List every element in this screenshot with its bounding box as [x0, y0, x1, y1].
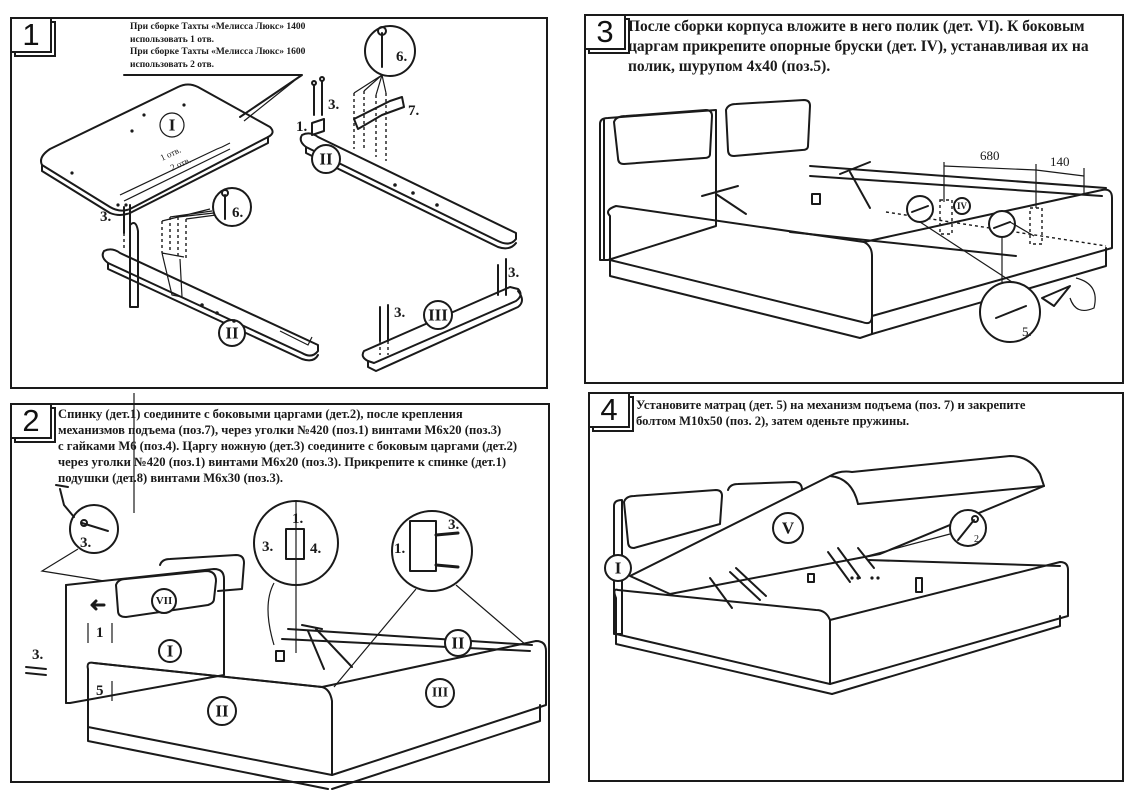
step-4-instruction: Установите матрац (дет. 5) на механизм п…: [636, 397, 1025, 429]
pos-6-label-a: 6.: [232, 205, 244, 221]
bed-frame-step-3: IV 5. 680 140: [599, 99, 1113, 343]
step-3-panel: 3 После сборки корпуса вложите в него по…: [584, 14, 1124, 384]
step-4-number-box: 4: [588, 392, 630, 428]
step-2-number-box: 2: [10, 403, 52, 439]
pos-6-label-b: 6.: [396, 49, 408, 65]
part-III-label: III: [428, 306, 448, 325]
headboard-part-I: VII I 1 5 3.: [25, 554, 245, 704]
dimension-140: 140: [1050, 154, 1070, 169]
step-1-diagram: I 1 отв. 2 отв. II 3.: [40, 25, 523, 372]
pos-1-label-a: 1.: [292, 511, 304, 527]
step-1-note-line: При сборке Тахты «Мелисса Люкс» 1600: [130, 47, 306, 57]
pos-3-label-a: 3.: [262, 539, 274, 555]
step-3-diagram: IV 5. 680 140: [599, 99, 1113, 343]
part-II-label-left: II: [225, 324, 239, 343]
pos-1-label: 1.: [296, 119, 308, 135]
step-4-instruction-line: Установите матрац (дет. 5) на механизм п…: [636, 398, 1026, 412]
foot-rail-part-III: III 3. 3.: [361, 258, 523, 372]
pos-3-label-headboard: 3.: [32, 647, 44, 663]
bed-with-raised-mattress: I V 2.: [604, 455, 1069, 695]
mark-5: 5: [96, 683, 104, 699]
pos-3-label-c: 3.: [394, 305, 406, 321]
part-I-label: I: [167, 642, 174, 661]
pos-1-label-b: 1.: [394, 541, 406, 557]
step-1-number: 1: [22, 17, 40, 52]
side-rail-part-II-right: II 1. 3. 7. 6.: [296, 25, 517, 250]
step-4-panel: 4 Установите матрац (дет. 5) на механизм…: [588, 392, 1124, 782]
step-1-panel: 1 При сборке Тахты «Мелисса Люкс» 1400 и…: [10, 17, 548, 389]
step-3-instruction-line: царгам прикрепите опорные бруски (дет. I…: [628, 38, 1089, 55]
step-2-instruction-line: механизмов подъема (поз.7), через уголки…: [58, 423, 502, 437]
side-rail-part-II-left: II 3. 6.: [100, 187, 319, 362]
pos-2-label: 2.: [974, 534, 982, 545]
step-3-instruction: После сборки корпуса вложите в него поли…: [628, 17, 1089, 77]
pos-3-label-a: 3.: [100, 209, 112, 225]
step-1-note-line: использовать 1 отв.: [130, 34, 215, 45]
step-4-number: 4: [600, 392, 618, 427]
pos-3-label-wrench: 3.: [80, 535, 92, 551]
step-1-note: При сборке Тахты «Мелисса Люкс» 1400 исп…: [130, 21, 305, 71]
dimension-680: 680: [980, 148, 1000, 163]
note-leader-line: [123, 74, 303, 118]
side-rail-part-II-back: II: [275, 624, 533, 670]
foot-rail-part-III: III: [321, 640, 547, 790]
step-2-panel: 2 Спинку (дет.1) соедините с боковыми ца…: [10, 393, 550, 790]
step-2-instruction-line: через уголки №420 (поз.1) винтами М6х20 …: [58, 455, 507, 469]
part-VII-label: VII: [156, 595, 173, 607]
step-4-instruction-line: болтом М10х50 (поз. 2), затем оденьте пр…: [636, 414, 910, 428]
step-1-number-box: 1: [10, 17, 52, 53]
step-1-note-line: использовать 2 отв.: [130, 59, 215, 70]
step-2-number: 2: [22, 403, 40, 438]
side-rail-part-II: II: [86, 661, 333, 790]
pos-7-label: 7.: [408, 103, 420, 119]
part-I-label: I: [615, 559, 622, 578]
mark-1: 1: [96, 625, 104, 641]
part-III-label: III: [432, 686, 448, 701]
pos-5-label: 5.: [1022, 324, 1032, 339]
pos-3-label-b: 3.: [448, 517, 460, 533]
step-3-number: 3: [596, 14, 614, 49]
step-2-diagram: 3. VII I 1 5 3. II: [25, 393, 547, 790]
part-II-label-right: II: [319, 150, 333, 169]
pos-3-label-d: 3.: [508, 265, 520, 281]
step-2-instruction-line: подушки (дет.8) винтами М6х30 (поз.3).: [58, 471, 284, 485]
part-V-label: V: [782, 519, 795, 538]
part-IV-label: IV: [957, 201, 968, 211]
part-II-label-front: II: [215, 702, 229, 721]
step-3-instruction-line: После сборки корпуса вложите в него поли…: [628, 18, 1085, 35]
step-2-instruction-line: Спинку (дет.1) соедините с боковыми царг…: [58, 407, 463, 421]
step-3-instruction-line: полик, шурупом 4х40 (поз.5).: [628, 58, 831, 75]
step-4-diagram: I V 2.: [604, 455, 1069, 695]
step-3-number-box: 3: [584, 14, 626, 50]
step-1-note-line: При сборке Тахты «Мелисса Люкс» 1400: [130, 22, 306, 32]
part-II-label-back: II: [451, 634, 465, 653]
pos-3-label-b: 3.: [328, 97, 340, 113]
step-2-instruction: Спинку (дет.1) соедините с боковыми царг…: [58, 406, 517, 486]
part-I-label: I: [169, 116, 176, 135]
pos-4-label: 4.: [310, 541, 322, 557]
step-2-instruction-line: с гайками М6 (поз.4). Царгу ножную (дет.…: [58, 439, 518, 453]
